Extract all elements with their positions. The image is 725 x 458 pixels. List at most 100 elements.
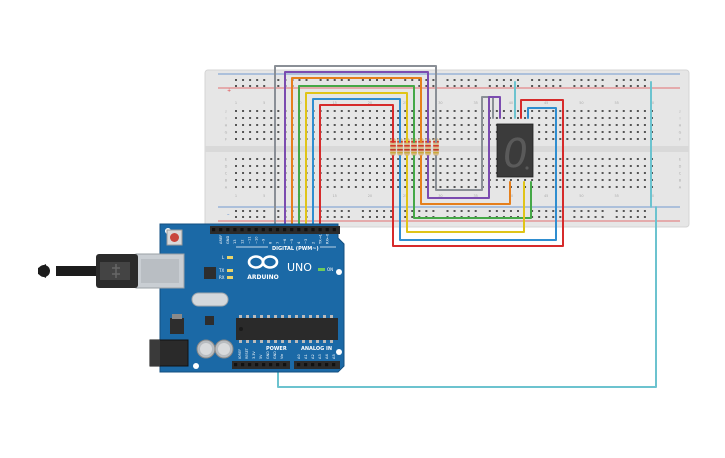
breadboard-hole[interactable]	[418, 172, 421, 174]
digital-header-pin[interactable]	[297, 228, 301, 232]
breadboard-hole[interactable]	[509, 179, 512, 181]
breadboard-hole[interactable]	[467, 165, 470, 167]
wire-gray[interactable]	[274, 65, 437, 229]
breadboard-hole[interactable]	[263, 186, 266, 188]
breadboard-hole[interactable]	[587, 172, 590, 174]
breadboard-hole[interactable]	[432, 158, 435, 160]
breadboard-hole[interactable]	[517, 179, 519, 181]
breadboard-hole[interactable]	[439, 172, 442, 174]
breadboard-hole[interactable]	[418, 179, 421, 181]
breadboard-hole[interactable]	[608, 131, 611, 133]
rail-hole[interactable]	[538, 210, 541, 212]
breadboard-hole[interactable]	[531, 117, 534, 119]
rail-hole[interactable]	[545, 79, 548, 81]
rail-hole[interactable]	[559, 210, 562, 212]
rail-hole[interactable]	[545, 85, 548, 87]
breadboard-hole[interactable]	[368, 124, 371, 126]
rail-hole[interactable]	[643, 85, 646, 87]
breadboard-hole[interactable]	[594, 165, 597, 167]
rail-hole[interactable]	[418, 85, 421, 87]
rail-hole[interactable]	[474, 210, 477, 212]
rail-hole[interactable]	[502, 85, 505, 87]
breadboard-hole[interactable]	[383, 172, 386, 174]
breadboard-hole[interactable]	[552, 179, 555, 181]
breadboard-hole[interactable]	[425, 131, 428, 133]
breadboard-hole[interactable]	[439, 117, 442, 119]
rail-hole[interactable]	[277, 85, 280, 87]
rail-hole[interactable]	[340, 79, 343, 81]
breadboard-hole[interactable]	[354, 179, 357, 181]
breadboard-hole[interactable]	[573, 165, 576, 167]
analog-header-pin[interactable]	[325, 363, 329, 367]
breadboard-hole[interactable]	[446, 117, 449, 119]
breadboard-hole[interactable]	[439, 138, 442, 140]
breadboard-hole[interactable]	[376, 172, 378, 174]
wire-purple-lower[interactable]	[427, 96, 501, 199]
breadboard-hole[interactable]	[545, 110, 548, 112]
rail-hole[interactable]	[538, 216, 541, 218]
rail-hole[interactable]	[580, 216, 583, 218]
wire-teal-gnd-to-arduino[interactable]	[277, 206, 657, 388]
breadboard-hole[interactable]	[277, 186, 280, 188]
breadboard-hole[interactable]	[418, 117, 421, 119]
breadboard-hole[interactable]	[242, 138, 245, 140]
seven-segment-display[interactable]: 0	[496, 123, 534, 178]
rail-hole[interactable]	[249, 210, 252, 212]
breadboard-hole[interactable]	[390, 186, 393, 188]
rail-hole[interactable]	[594, 85, 597, 87]
rail-hole[interactable]	[538, 79, 541, 81]
breadboard-hole[interactable]	[608, 110, 611, 112]
breadboard-hole[interactable]	[397, 110, 400, 112]
breadboard-hole[interactable]	[622, 165, 625, 167]
breadboard-hole[interactable]	[545, 179, 548, 181]
breadboard-hole[interactable]	[383, 117, 386, 119]
rail-hole[interactable]	[601, 79, 604, 81]
rail-hole[interactable]	[305, 79, 308, 81]
breadboard-hole[interactable]	[347, 110, 350, 112]
breadboard-hole[interactable]	[601, 110, 604, 112]
breadboard-hole[interactable]	[552, 124, 555, 126]
breadboard-hole[interactable]	[545, 124, 548, 126]
rail-hole[interactable]	[390, 79, 393, 81]
breadboard-hole[interactable]	[474, 179, 477, 181]
power-header-pin[interactable]	[234, 363, 238, 367]
rail-hole[interactable]	[495, 85, 498, 87]
breadboard-hole[interactable]	[573, 131, 576, 133]
breadboard-hole[interactable]	[531, 110, 534, 112]
breadboard-hole[interactable]	[552, 110, 555, 112]
breadboard-hole[interactable]	[256, 117, 259, 119]
breadboard-hole[interactable]	[432, 117, 435, 119]
breadboard-hole[interactable]	[453, 110, 456, 112]
breadboard-hole[interactable]	[354, 138, 357, 140]
breadboard-hole[interactable]	[340, 186, 343, 188]
breadboard-hole[interactable]	[242, 117, 245, 119]
breadboard-hole[interactable]	[277, 158, 280, 160]
breadboard-hole[interactable]	[263, 165, 266, 167]
breadboard-hole[interactable]	[411, 124, 414, 126]
rail-hole[interactable]	[580, 210, 583, 212]
breadboard-hole[interactable]	[601, 131, 604, 133]
breadboard-hole[interactable]	[552, 158, 555, 160]
breadboard-hole[interactable]	[467, 186, 470, 188]
breadboard-hole[interactable]	[467, 179, 470, 181]
breadboard-hole[interactable]	[538, 138, 541, 140]
rail-hole[interactable]	[573, 210, 576, 212]
breadboard-hole[interactable]	[629, 172, 632, 174]
rail-hole[interactable]	[361, 79, 364, 81]
breadboard-hole[interactable]	[376, 158, 378, 160]
rail-hole[interactable]	[587, 79, 590, 81]
breadboard-hole[interactable]	[467, 124, 470, 126]
breadboard-hole[interactable]	[397, 172, 400, 174]
breadboard-hole[interactable]	[361, 179, 364, 181]
breadboard-hole[interactable]	[242, 179, 245, 181]
breadboard-hole[interactable]	[432, 131, 435, 133]
digital-header-pin[interactable]	[290, 228, 294, 232]
rail-hole[interactable]	[361, 216, 364, 218]
breadboard-hole[interactable]	[467, 158, 470, 160]
breadboard-hole[interactable]	[277, 138, 280, 140]
breadboard-hole[interactable]	[517, 110, 519, 112]
breadboard-hole[interactable]	[390, 110, 393, 112]
rail-hole[interactable]	[418, 79, 421, 81]
analog-header-pin[interactable]	[318, 363, 322, 367]
breadboard-hole[interactable]	[594, 117, 597, 119]
